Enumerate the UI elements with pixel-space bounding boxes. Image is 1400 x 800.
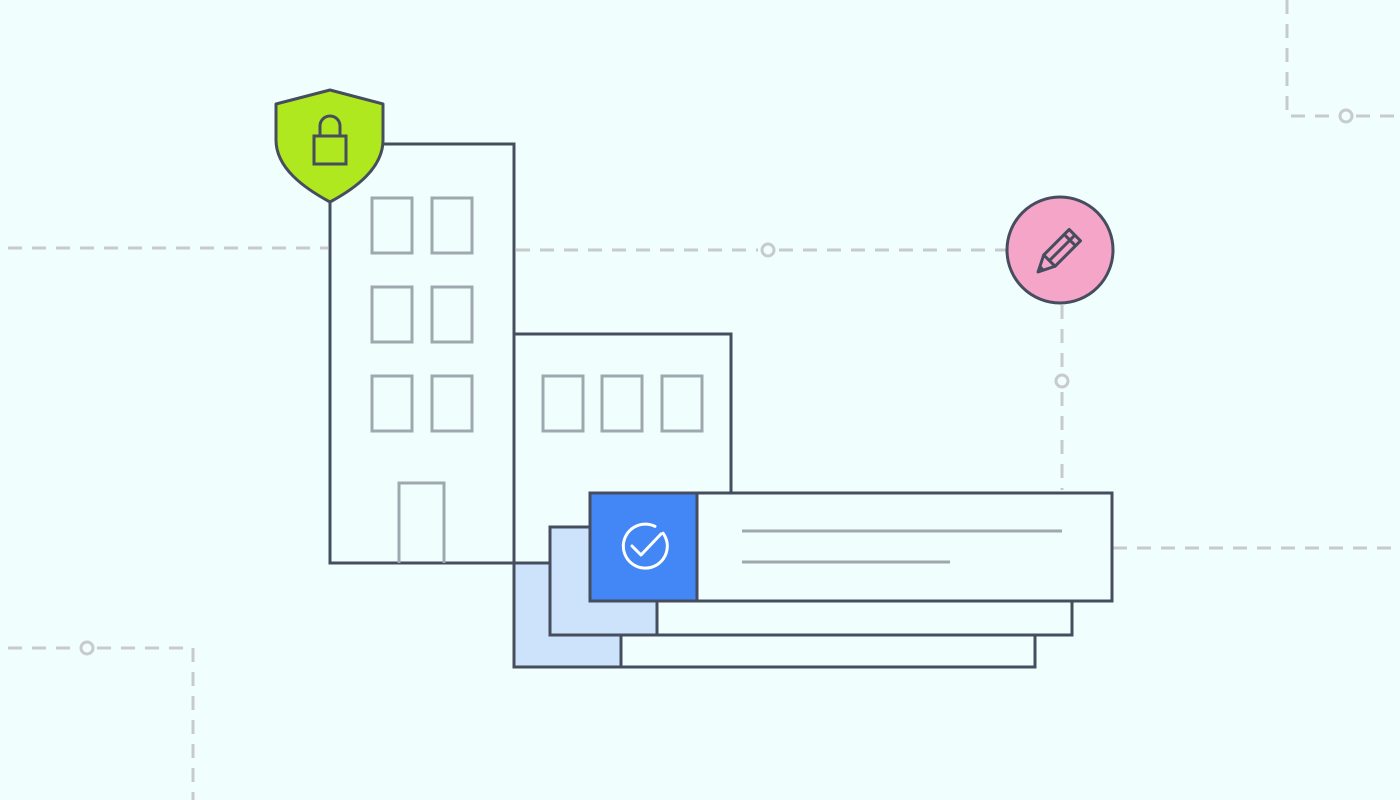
window	[430, 374, 474, 433]
pencil-icon	[1036, 227, 1083, 274]
window	[370, 374, 414, 433]
window	[370, 285, 414, 344]
connector-node	[1338, 108, 1354, 124]
card-front	[588, 491, 1114, 603]
pencil-ferrule	[1063, 233, 1077, 247]
window	[541, 374, 585, 433]
shield-shape	[274, 88, 385, 204]
dash-bottom-left-b	[97, 646, 195, 800]
tall-building	[328, 142, 516, 565]
shield-lock-icon	[274, 88, 385, 204]
connector-node	[1054, 373, 1070, 389]
lock-body	[312, 134, 348, 166]
card-front-text-lines	[742, 529, 1062, 564]
check-circle-icon	[621, 522, 669, 570]
pencil-lead	[1038, 265, 1045, 272]
connector-node	[79, 640, 95, 656]
window	[430, 285, 474, 344]
connector-node	[760, 242, 776, 258]
door	[397, 481, 446, 563]
check-circle-ring	[621, 522, 669, 570]
check-mark	[630, 532, 663, 557]
window	[370, 196, 414, 255]
lock-icon	[312, 114, 348, 166]
tall-building-body	[328, 142, 516, 565]
lock-shackle	[318, 114, 342, 136]
window	[660, 374, 704, 433]
dashed-connectors	[8, 0, 1400, 800]
pencil-badge	[1005, 195, 1115, 305]
pencil-tip	[1036, 254, 1056, 274]
short-building-windows	[541, 374, 704, 433]
dash-top-right	[1285, 0, 1336, 118]
window	[600, 374, 644, 433]
window	[430, 196, 474, 255]
card-front-check-tab	[588, 491, 699, 603]
pencil-shaft	[1042, 227, 1083, 268]
connector-nodes	[79, 108, 1354, 656]
tall-building-windows	[370, 196, 474, 563]
